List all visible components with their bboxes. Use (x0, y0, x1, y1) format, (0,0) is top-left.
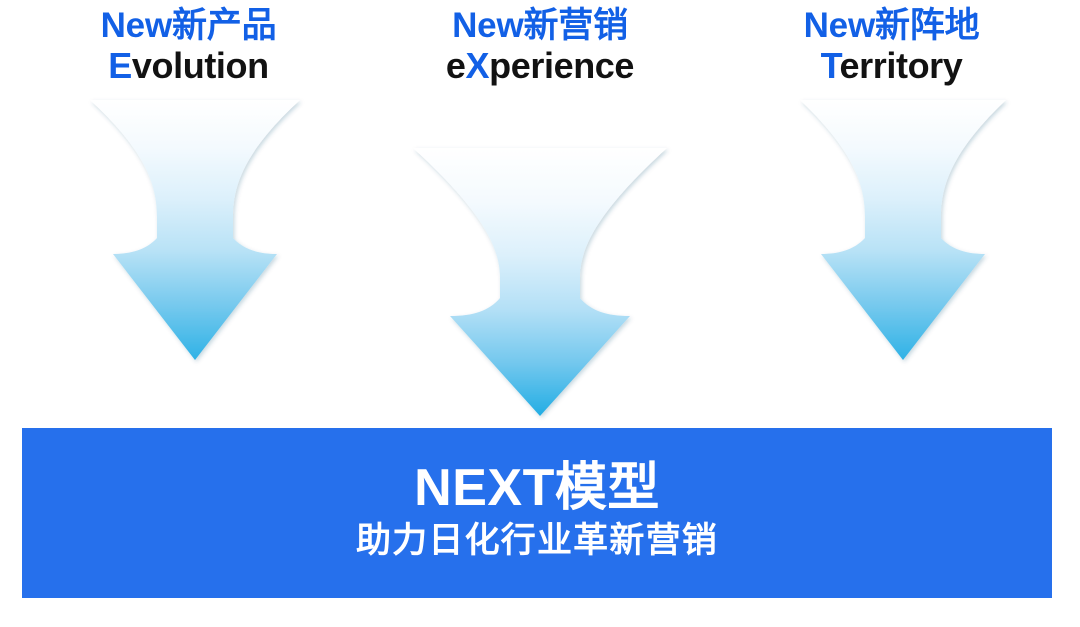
pillar-experience-line1: New新营销 (374, 8, 707, 44)
funnel-arrow-territory (800, 100, 1006, 360)
pillar-headings-row: New新产品 Evolution New新营销 eXperience New新阵… (0, 8, 1080, 108)
pillar-territory-cn-label: 新阵地 (874, 6, 980, 45)
pillar-evolution-new-label: New (100, 6, 173, 45)
next-model-banner: NEXT模型 助力日化行业革新营销 (22, 428, 1052, 598)
pillar-evolution-line2: Evolution (22, 44, 355, 86)
pillar-territory-initial: T (820, 44, 840, 86)
pillar-experience-cn-label: 新营销 (523, 6, 628, 45)
pillar-experience-new-label: New (452, 6, 524, 45)
pillar-experience-line2: eXperience (374, 44, 707, 86)
pillar-experience-prefix: e (445, 44, 466, 86)
pillar-evolution-line1: New新产品 (22, 8, 355, 44)
pillar-territory-new-label: New (803, 6, 876, 45)
pillar-territory-line1: New新阵地 (725, 8, 1058, 44)
banner-subtitle: 助力日化行业革新营销 (355, 521, 718, 561)
pillar-evolution-cn-label: 新产品 (171, 6, 277, 45)
pillar-experience-heading: New新营销 eXperience (374, 8, 707, 84)
funnel-arrow-evolution (90, 100, 300, 360)
pillar-experience-word: perience (489, 44, 635, 86)
pillar-evolution-heading: New新产品 Evolution (22, 8, 355, 84)
pillar-evolution-word: volution (131, 44, 269, 86)
funnel-arrow-experience (413, 148, 667, 416)
pillar-evolution-initial: E (108, 44, 132, 86)
banner-title: NEXT模型 (414, 458, 660, 517)
pillar-territory-line2: Territory (725, 44, 1058, 86)
pillar-territory-word: erritory (839, 44, 963, 86)
pillar-territory-heading: New新阵地 Territory (725, 8, 1058, 84)
pillar-experience-initial: X (465, 44, 490, 86)
